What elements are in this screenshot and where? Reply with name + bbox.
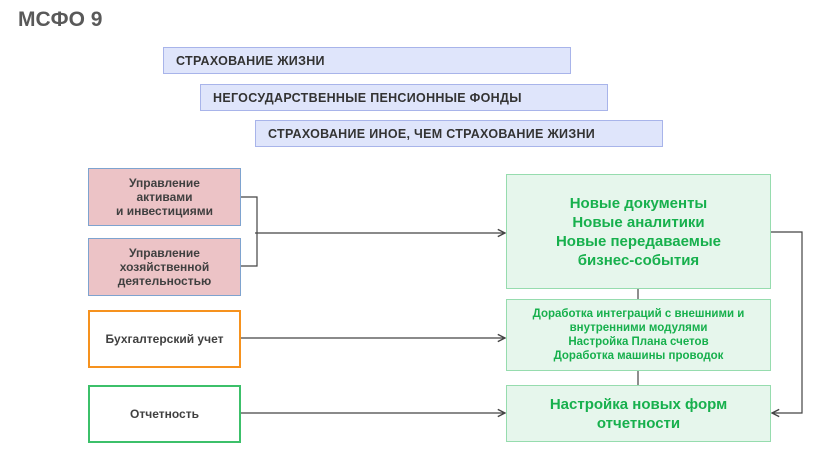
box-new-report-forms: Настройка новых форм отчетности: [506, 385, 771, 442]
box-accounting: Бухгалтерский учет: [88, 310, 241, 368]
box-integration: Доработка интеграций с внешними и внутре…: [506, 299, 771, 371]
segment-non-life-insurance: СТРАХОВАНИЕ ИНОЕ, ЧЕМ СТРАХОВАНИЕ ЖИЗНИ: [255, 120, 663, 147]
segment-life-insurance: СТРАХОВАНИЕ ЖИЗНИ: [163, 47, 571, 74]
box-reporting: Отчетность: [88, 385, 241, 443]
box-asset-management: Управление активами и инвестициями: [88, 168, 241, 226]
bracket-line: [241, 196, 258, 267]
segment-pension-funds: НЕГОСУДАРСТВЕННЫЕ ПЕНСИОННЫЕ ФОНДЫ: [200, 84, 608, 111]
box-business-management: Управление хозяйственной деятельностью: [88, 238, 241, 296]
box-new-documents: Новые документы Новые аналитики Новые пе…: [506, 174, 771, 289]
loop-arrow: [771, 231, 803, 413]
page-title: МСФО 9: [18, 8, 103, 31]
